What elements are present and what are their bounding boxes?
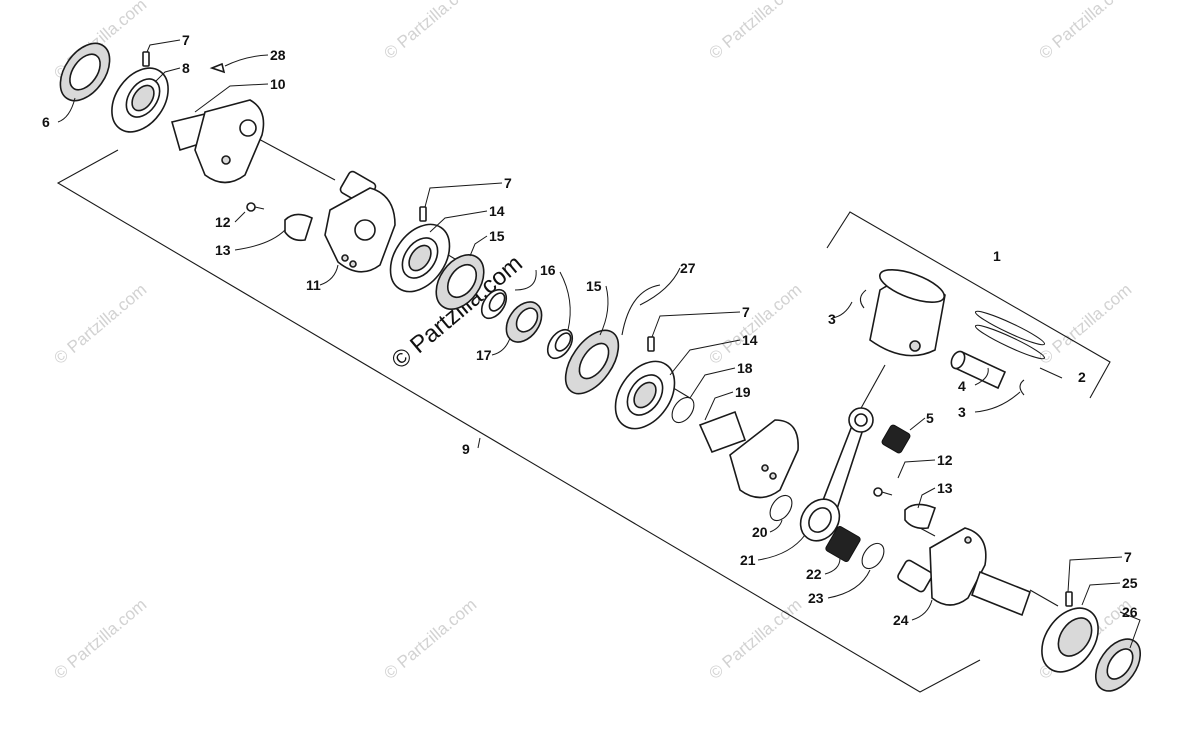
callout-20: 20 <box>752 524 768 540</box>
callout-9: 9 <box>462 441 470 457</box>
pin-part-7-d <box>1065 591 1073 607</box>
callout-7: 7 <box>1124 549 1132 565</box>
needle-bearing-part-5 <box>881 424 911 454</box>
callout-27: 27 <box>680 260 696 276</box>
callout-3: 3 <box>958 404 966 420</box>
callout-4: 4 <box>958 378 966 394</box>
watermark: © Partzilla.com <box>50 595 150 683</box>
assembly-bracket-1 <box>826 211 1111 399</box>
watermark: © Partzilla.com <box>705 0 805 63</box>
gear-part-17 <box>505 301 543 343</box>
key-part-28 <box>209 62 226 74</box>
callout-25: 25 <box>1122 575 1138 591</box>
watermark: © Partzilla.com <box>1035 280 1135 368</box>
crank-half-part-24 <box>897 527 1032 617</box>
pin-part-7-c <box>647 336 655 352</box>
callout-13: 13 <box>215 242 231 258</box>
ring-part-18 <box>671 396 695 424</box>
callout-16: 16 <box>540 262 556 278</box>
circlip-part-3-b <box>1019 379 1025 396</box>
leader-lines <box>57 39 1141 649</box>
ring-part-16-b <box>546 328 574 360</box>
watermark: © Partzilla.com <box>705 280 805 368</box>
callout-labels: 1 2 3 3 4 5 6 7 7 7 7 8 9 10 11 12 12 13… <box>42 32 1138 628</box>
callout-14: 14 <box>742 332 758 348</box>
ring-part-16-a <box>480 288 508 320</box>
seal-part-15-a <box>435 254 485 310</box>
piston-ring-part-2 <box>974 310 1046 360</box>
watermark: © Partzilla.com <box>50 280 150 368</box>
crank-half-part-19 <box>698 410 799 499</box>
bearing-part-14-a <box>389 223 451 293</box>
seal-part-26 <box>1094 638 1142 692</box>
callout-22: 22 <box>806 566 822 582</box>
clip-part-27 <box>621 284 661 336</box>
ring-part-23 <box>861 542 885 570</box>
watermark: © Partzilla.com <box>705 595 805 683</box>
callout-23: 23 <box>808 590 824 606</box>
callout-19: 19 <box>735 384 751 400</box>
callout-5: 5 <box>926 410 934 426</box>
watermark: © Partzilla.com <box>380 595 480 683</box>
callout-26: 26 <box>1122 604 1138 620</box>
callout-17: 17 <box>476 347 492 363</box>
watermark: © Partzilla.com <box>380 0 480 63</box>
callout-14: 14 <box>489 203 505 219</box>
piston-pin-part-4 <box>950 350 1007 390</box>
callout-2: 2 <box>1078 369 1086 385</box>
callout-18: 18 <box>737 360 753 376</box>
assembly-bracket-9 <box>56 149 981 693</box>
watermark: © Partzilla.com <box>1035 0 1135 63</box>
callout-3: 3 <box>828 311 836 327</box>
piston-part-1 <box>869 269 946 357</box>
seal-part-15-b <box>564 329 620 395</box>
callout-21: 21 <box>740 552 756 568</box>
callout-13: 13 <box>937 480 953 496</box>
callout-10: 10 <box>270 76 286 92</box>
seal-part-6 <box>59 42 111 102</box>
callout-1: 1 <box>993 248 1001 264</box>
callout-7: 7 <box>504 175 512 191</box>
weight-part-13-b <box>904 503 937 530</box>
bearing-part-25 <box>1041 607 1099 673</box>
callout-24: 24 <box>893 612 909 628</box>
callout-12: 12 <box>937 452 953 468</box>
bearing-part-8 <box>111 67 169 133</box>
pin-part-7-a <box>142 51 150 67</box>
callout-8: 8 <box>182 60 190 76</box>
ring-part-20 <box>769 494 793 522</box>
circlip-part-3-a <box>859 289 867 309</box>
needle-bearing-part-22 <box>825 525 861 563</box>
callout-11: 11 <box>306 277 321 293</box>
pin-part-7-b <box>419 206 427 222</box>
callout-15: 15 <box>586 278 602 294</box>
callout-6: 6 <box>42 114 50 130</box>
callout-28: 28 <box>270 47 286 63</box>
weight-part-13-a <box>284 213 313 242</box>
callout-7: 7 <box>742 304 750 320</box>
bearing-part-14-b <box>614 360 676 430</box>
callout-15: 15 <box>489 228 505 244</box>
crank-half-part-11 <box>324 170 396 273</box>
callout-7: 7 <box>182 32 190 48</box>
screw-part-12-a <box>246 202 265 212</box>
crank-half-part-10 <box>171 99 265 184</box>
screw-part-12-b <box>873 487 893 497</box>
connecting-rod-part-21 <box>799 407 874 542</box>
callout-12: 12 <box>215 214 231 230</box>
